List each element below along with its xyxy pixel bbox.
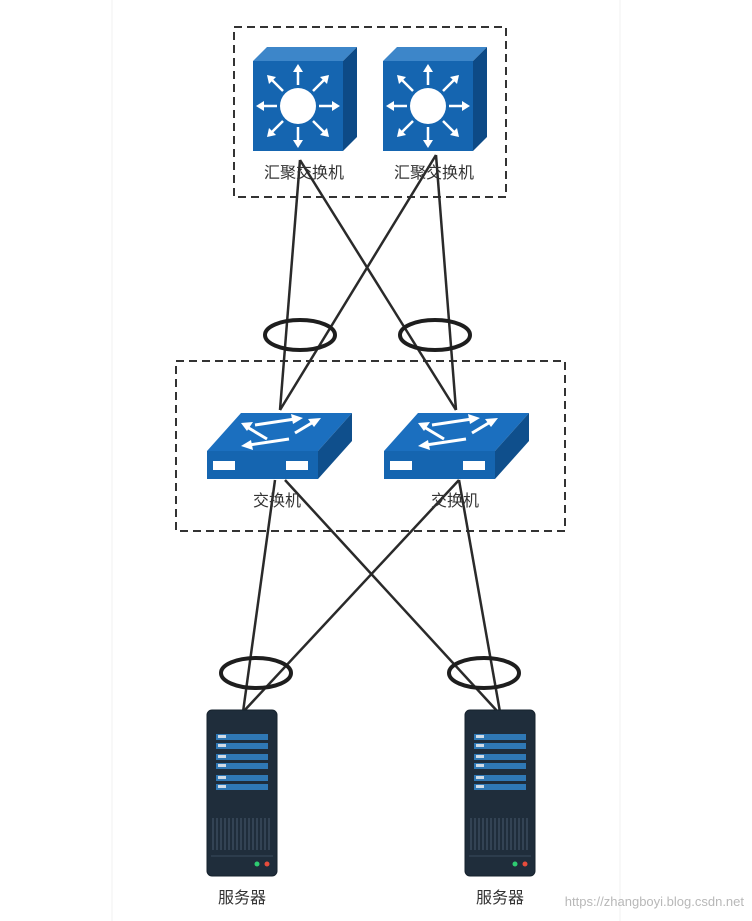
agg-switch-right-label: 汇聚交换机 <box>394 163 474 182</box>
bundle-switch-left-uplinks <box>263 318 337 352</box>
workgroup-switch-icon <box>382 411 531 481</box>
switch-left-label: 交换机 <box>253 491 301 510</box>
layer3-switch-icon <box>381 45 489 153</box>
bundle-server-right-links <box>447 656 521 690</box>
link-agg-left-to-switch-left <box>278 159 302 411</box>
aggregation-layer-group <box>233 26 507 198</box>
link-bundles <box>219 318 521 690</box>
link-switch-left-to-server-right <box>284 479 499 713</box>
link-switch-right-to-server-right <box>457 479 502 713</box>
server-right-label: 服务器 <box>476 888 524 907</box>
server-tower-icon <box>206 709 278 877</box>
server-left-label: 服务器 <box>218 888 266 907</box>
bundle-server-left-links <box>219 656 293 690</box>
switch-right-label: 交换机 <box>431 491 479 510</box>
link-agg-right-to-switch-left <box>278 154 438 411</box>
link-switch-left-to-server-left <box>241 479 277 713</box>
uplinks <box>278 154 458 411</box>
link-switch-right-to-server-left <box>242 479 460 713</box>
link-agg-right-to-switch-right <box>434 154 458 411</box>
link-agg-left-to-switch-right <box>298 159 458 411</box>
access-layer-group <box>175 360 566 532</box>
workgroup-switch-icon <box>205 411 354 481</box>
watermark-text: https://zhangboyi.blog.csdn.net <box>565 894 745 909</box>
bundle-switch-right-uplinks <box>398 318 472 352</box>
downlinks <box>241 479 502 713</box>
layer3-switch-icon <box>251 45 359 153</box>
server-tower-icon <box>464 709 536 877</box>
agg-switch-left-label: 汇聚交换机 <box>264 163 344 182</box>
